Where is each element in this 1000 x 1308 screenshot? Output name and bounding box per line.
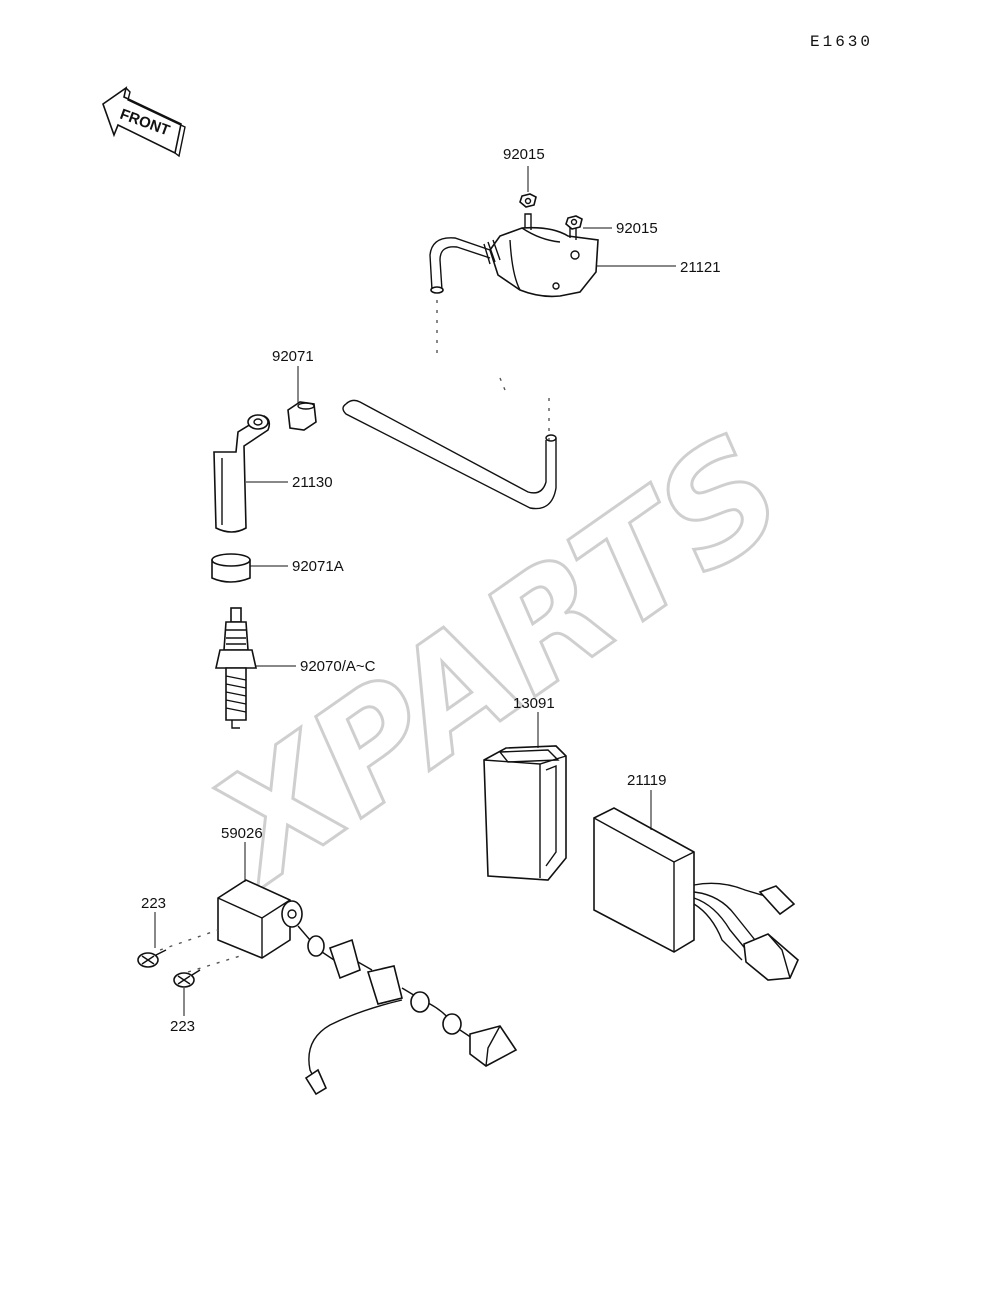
part-label-13091: 13091 <box>513 695 555 712</box>
plug-cap-21130 <box>213 414 271 533</box>
nut-92015-top <box>519 193 537 208</box>
pickup-coil-59026 <box>159 879 518 1096</box>
part-label-21119: 21119 <box>627 772 667 789</box>
cap-92071 <box>287 401 317 431</box>
nut-92015-right <box>565 215 583 230</box>
part-label-223-bottom: 223 <box>170 1018 195 1035</box>
part-label-92071a: 92071A <box>292 558 344 575</box>
part-label-21121: 21121 <box>680 259 721 276</box>
front-arrow-icon: FRONT <box>102 86 186 158</box>
part-label-223-top: 223 <box>141 895 166 912</box>
seal-92071a <box>211 553 251 583</box>
part-label-92070: 92070/A~C <box>300 658 376 675</box>
screw-223-left <box>137 949 167 968</box>
unit-13091 <box>483 745 567 881</box>
screw-223-right <box>173 969 201 988</box>
part-label-59026: 59026 <box>221 825 263 842</box>
part-label-92015-top: 92015 <box>503 146 545 163</box>
spark-plug-92070 <box>215 607 257 729</box>
part-label-21130: 21130 <box>292 474 333 491</box>
ht-wire <box>342 399 557 510</box>
diagram-code: E1630 <box>810 33 873 51</box>
ignition-coil-21121 <box>429 213 599 445</box>
unit-21119 <box>593 807 799 981</box>
part-label-92071: 92071 <box>272 348 314 365</box>
part-label-92015-right: 92015 <box>616 220 658 237</box>
